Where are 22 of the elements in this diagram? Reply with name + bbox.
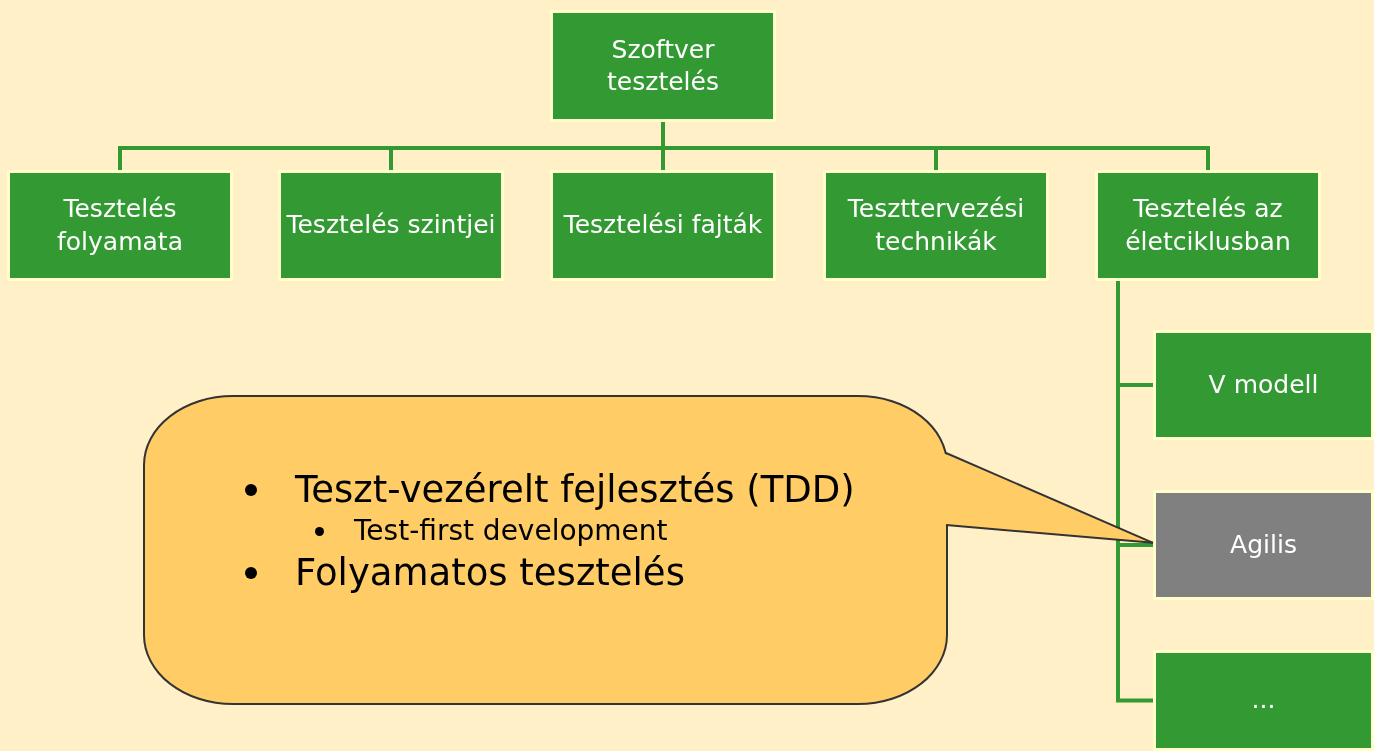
topic-box <box>278 170 504 281</box>
bullet-text: Teszt-vezérelt fejlesztés (TDD) <box>295 467 855 513</box>
topic-box <box>823 170 1049 281</box>
box-label: Tesztelési fajták <box>563 209 763 242</box>
highlighted-box <box>1153 490 1374 600</box>
topic-box <box>1153 650 1374 751</box>
box-label: Teszttervezési technikák <box>846 193 1026 258</box>
topic-box <box>550 170 776 281</box>
box-label: Tesztelés szintjei <box>286 209 496 242</box>
bullet-text: Folyamatos tesztelés <box>295 549 685 596</box>
box-label: Tesztelés az életciklusban <box>1124 193 1292 258</box>
box-label: Szoftver tesztelés <box>606 33 720 98</box>
topic-box <box>1153 330 1374 440</box>
box-label: ... <box>1251 684 1276 717</box>
speech-bubble <box>143 395 948 705</box>
box-label: Tesztelés folyamata <box>56 193 184 258</box>
topic-box <box>1095 170 1321 281</box>
sub-bullet-text: Test-first development <box>354 513 668 550</box>
box-label: Agilis <box>1230 528 1297 561</box>
topic-box <box>550 10 776 122</box>
box-label: V modell <box>1208 368 1319 401</box>
topic-box <box>7 170 233 281</box>
